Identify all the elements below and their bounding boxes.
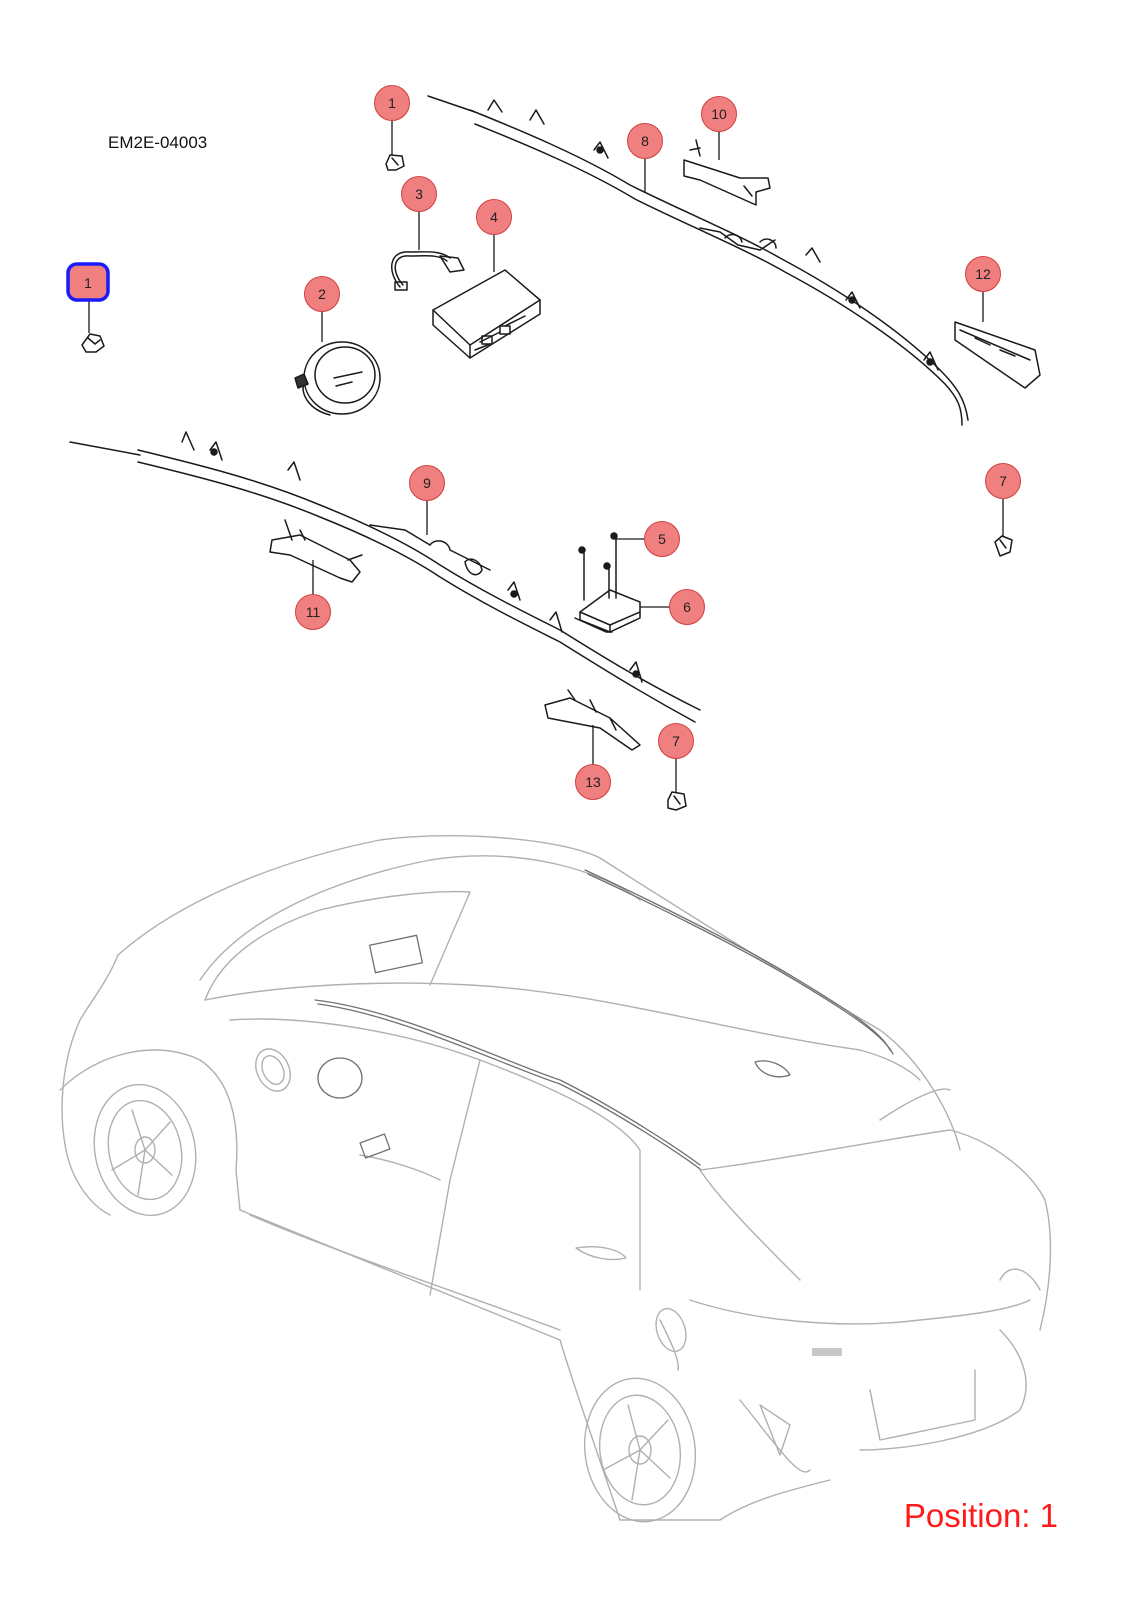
control-module-part-4 (432, 269, 541, 359)
bracket-part-12 (954, 321, 1041, 389)
callout-label: 7 (672, 733, 680, 749)
callout-label: 9 (423, 475, 431, 491)
callout-2[interactable]: 2 (304, 276, 340, 312)
callout-6[interactable]: 6 (669, 589, 705, 625)
position-label: Position: 1 (903, 1497, 1058, 1534)
callout-label: 8 (641, 133, 649, 149)
leader-lines (88, 120, 1004, 792)
callout-label: 6 (683, 599, 691, 615)
clip-part-7-lower (667, 791, 687, 811)
callout-9[interactable]: 9 (409, 465, 445, 501)
diagram-code: EM2E-04003 (108, 133, 208, 152)
callout-11[interactable]: 11 (295, 594, 331, 630)
callout-label: 13 (585, 774, 601, 790)
callout-label: 7 (999, 473, 1007, 489)
callout-label: 2 (318, 286, 326, 302)
callout-8[interactable]: 8 (627, 123, 663, 159)
callout-label: 10 (711, 106, 727, 122)
callout-label: 3 (415, 186, 423, 202)
callout-10[interactable]: 10 (701, 96, 737, 132)
callout-label: 5 (658, 531, 666, 547)
vehicle-outline (59, 835, 1052, 1523)
callout-1-selected[interactable]: 1 (66, 262, 110, 302)
bolts-part-5 (578, 532, 618, 601)
callout-4[interactable]: 4 (476, 199, 512, 235)
callout-1[interactable]: 1 (374, 85, 410, 121)
callout-12[interactable]: 12 (965, 256, 1001, 292)
callout-13[interactable]: 13 (575, 764, 611, 800)
bracket-part-11 (269, 519, 363, 583)
parts-line-art (69, 95, 1041, 811)
callouts: 1 1 2 3 4 5 6 (66, 85, 1021, 800)
curtain-airbag-part-9 (69, 431, 701, 723)
callout-label: 1 (388, 95, 396, 111)
driver-airbag-part-2 (294, 341, 381, 416)
sensor-module-part-6 (574, 589, 641, 633)
callout-5[interactable]: 5 (644, 521, 680, 557)
callout-label: 4 (490, 209, 498, 225)
bracket-part-10 (683, 139, 771, 206)
callout-7-lower[interactable]: 7 (658, 723, 694, 759)
clip-part-7-right (994, 535, 1013, 557)
curtain-airbag-part-8 (427, 95, 969, 426)
callout-label: 11 (306, 604, 321, 620)
bracket-part-13 (544, 689, 641, 751)
callout-label: 1 (84, 275, 92, 291)
wire-harness-part-3 (390, 251, 465, 291)
callout-label: 12 (975, 266, 991, 282)
callout-3[interactable]: 3 (401, 176, 437, 212)
clip-part-1-top (385, 154, 405, 171)
callout-7-right[interactable]: 7 (985, 463, 1021, 499)
clip-part-1-left (81, 333, 105, 353)
